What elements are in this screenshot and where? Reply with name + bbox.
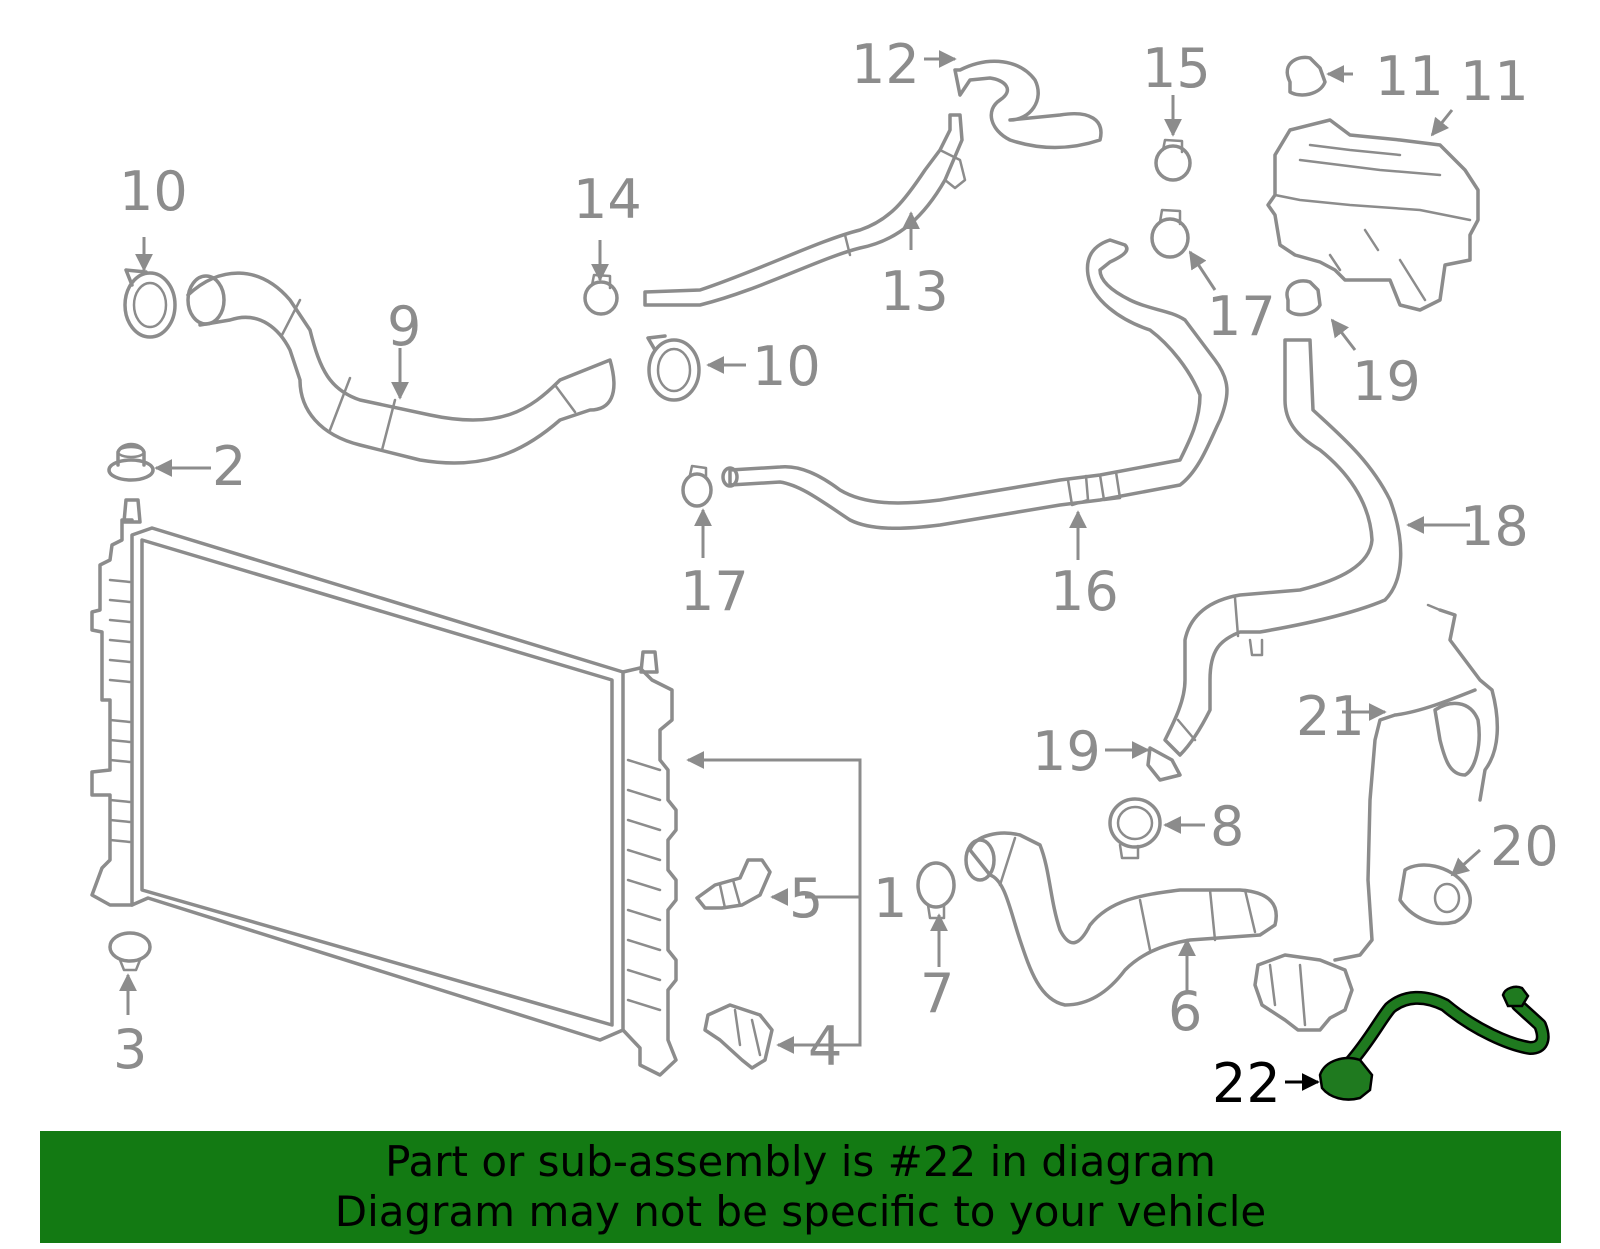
callout-17-upper: 17	[1207, 285, 1276, 348]
callout-3: 3	[113, 1018, 147, 1081]
drain-plug-4-drawing	[703, 1003, 774, 1070]
callout-19-lower: 19	[1032, 720, 1101, 783]
heater-hose-lower-drawing	[721, 238, 1229, 531]
grommet-2-drawing	[107, 442, 155, 482]
cap-19-upper-drawing	[1285, 279, 1322, 317]
leader-lines	[119, 50, 1481, 1091]
clamp-7-drawing	[916, 861, 956, 920]
callout-11: 11	[1460, 50, 1529, 113]
callout-13: 12	[851, 33, 920, 96]
callout-1: 1	[873, 867, 907, 930]
clamp-15-left-drawing	[583, 273, 619, 316]
callout-10-left: 10	[119, 160, 188, 223]
callout-15-left: 14	[573, 168, 642, 231]
callout-22: 22	[1212, 1052, 1281, 1115]
bracket-assembly-drawing	[1253, 953, 1354, 1032]
clamp-19-lower-drawing	[1146, 746, 1182, 782]
callout-18: 18	[1460, 495, 1529, 558]
banner-line-2: Diagram may not be specific to your vehi…	[334, 1187, 1267, 1236]
grommet-3-drawing	[108, 931, 152, 972]
radiator-drawing	[90, 498, 678, 1077]
coolant-reservoir-drawing	[1266, 55, 1480, 312]
heater-hose-upper-drawing	[643, 59, 1103, 307]
radiator-hose-18-drawing	[1163, 338, 1403, 757]
callout-8: 8	[1210, 795, 1244, 858]
sensor-5-drawing	[695, 858, 772, 910]
callout-7: 7	[920, 962, 954, 1025]
lower-radiator-hose-drawing	[964, 831, 1278, 1007]
harness-21-drawing	[1333, 603, 1500, 962]
callout-21: 21	[1296, 685, 1365, 748]
clamp-8-drawing	[1108, 797, 1162, 860]
clamp-17-upper-drawing	[1150, 208, 1190, 259]
callout-12: 11	[1375, 45, 1444, 108]
highlighted-harness-22-drawing	[1318, 985, 1550, 1101]
clamp-15-right-drawing	[1154, 138, 1192, 182]
callout-19-upper: 19	[1352, 350, 1421, 413]
callout-5: 5	[789, 867, 823, 930]
callout-2: 2	[212, 435, 246, 498]
hose-clamp-right-drawing	[646, 334, 701, 402]
callout-9: 9	[387, 295, 421, 358]
connector-20-drawing	[1398, 863, 1472, 926]
callout-14: 13	[880, 260, 949, 323]
callout-20: 20	[1490, 815, 1559, 878]
callout-17-lower: 17	[680, 560, 749, 623]
info-banner: Part or sub-assembly is #22 in diagram D…	[40, 1131, 1561, 1243]
callout-labels: 10 9 10 14 13 12 15 17 11 11 19 18 16 17…	[113, 33, 1559, 1115]
clamp-17-lower-drawing	[681, 464, 713, 508]
callout-16: 16	[1050, 560, 1119, 623]
banner-line-1: Part or sub-assembly is #22 in diagram	[385, 1137, 1216, 1186]
callout-15-right: 15	[1142, 37, 1211, 100]
hose-clamp-left-drawing	[123, 268, 177, 339]
callout-6: 6	[1168, 980, 1202, 1043]
callout-4: 4	[808, 1015, 842, 1078]
upper-radiator-hose-drawing	[186, 271, 616, 465]
callout-10-right: 10	[752, 335, 821, 398]
